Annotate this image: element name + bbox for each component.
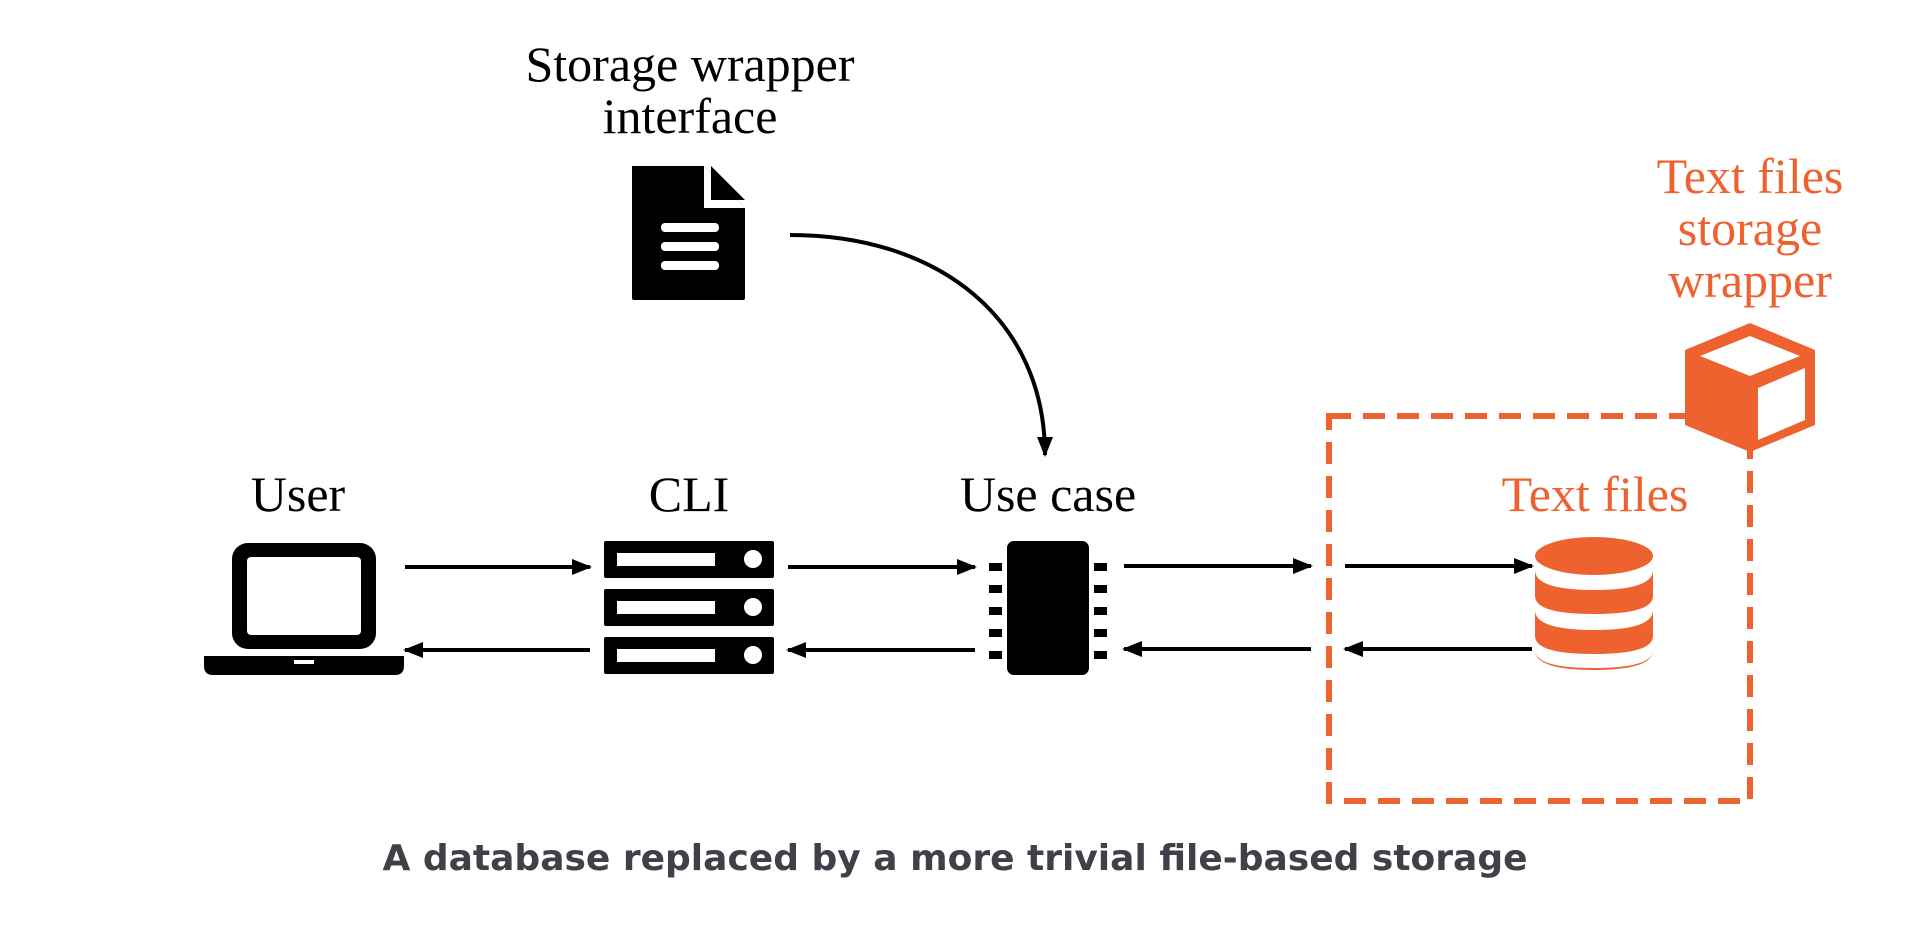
document-icon (632, 166, 745, 300)
laptop-icon (204, 543, 404, 675)
text-files-label: Text files (1501, 466, 1689, 522)
wrapper-label-line1: Text files (1656, 148, 1844, 204)
wrapper-label-line3: wrapper (1668, 252, 1832, 308)
cli-label: CLI (648, 466, 730, 522)
interface-label-line1: Storage wrapper (525, 36, 855, 92)
server-icon (604, 541, 774, 674)
cube-icon (1685, 323, 1815, 452)
interface-label: Storage wrapper interface (470, 38, 910, 142)
chip-icon (989, 541, 1107, 675)
user-label: User (250, 466, 346, 522)
interface-arrow (789, 233, 1053, 457)
interface-label-line2: interface (602, 88, 778, 144)
flow-arrows (403, 558, 1534, 658)
database-icon (1535, 537, 1653, 670)
figure-caption: A database replaced by a more trivial fi… (382, 838, 1528, 879)
wrapper-label: Text files storage wrapper (1620, 150, 1880, 306)
wrapper-boundary (1326, 413, 1753, 804)
wrapper-label-line2: storage (1677, 200, 1823, 256)
use-case-label: Use case (959, 466, 1137, 522)
